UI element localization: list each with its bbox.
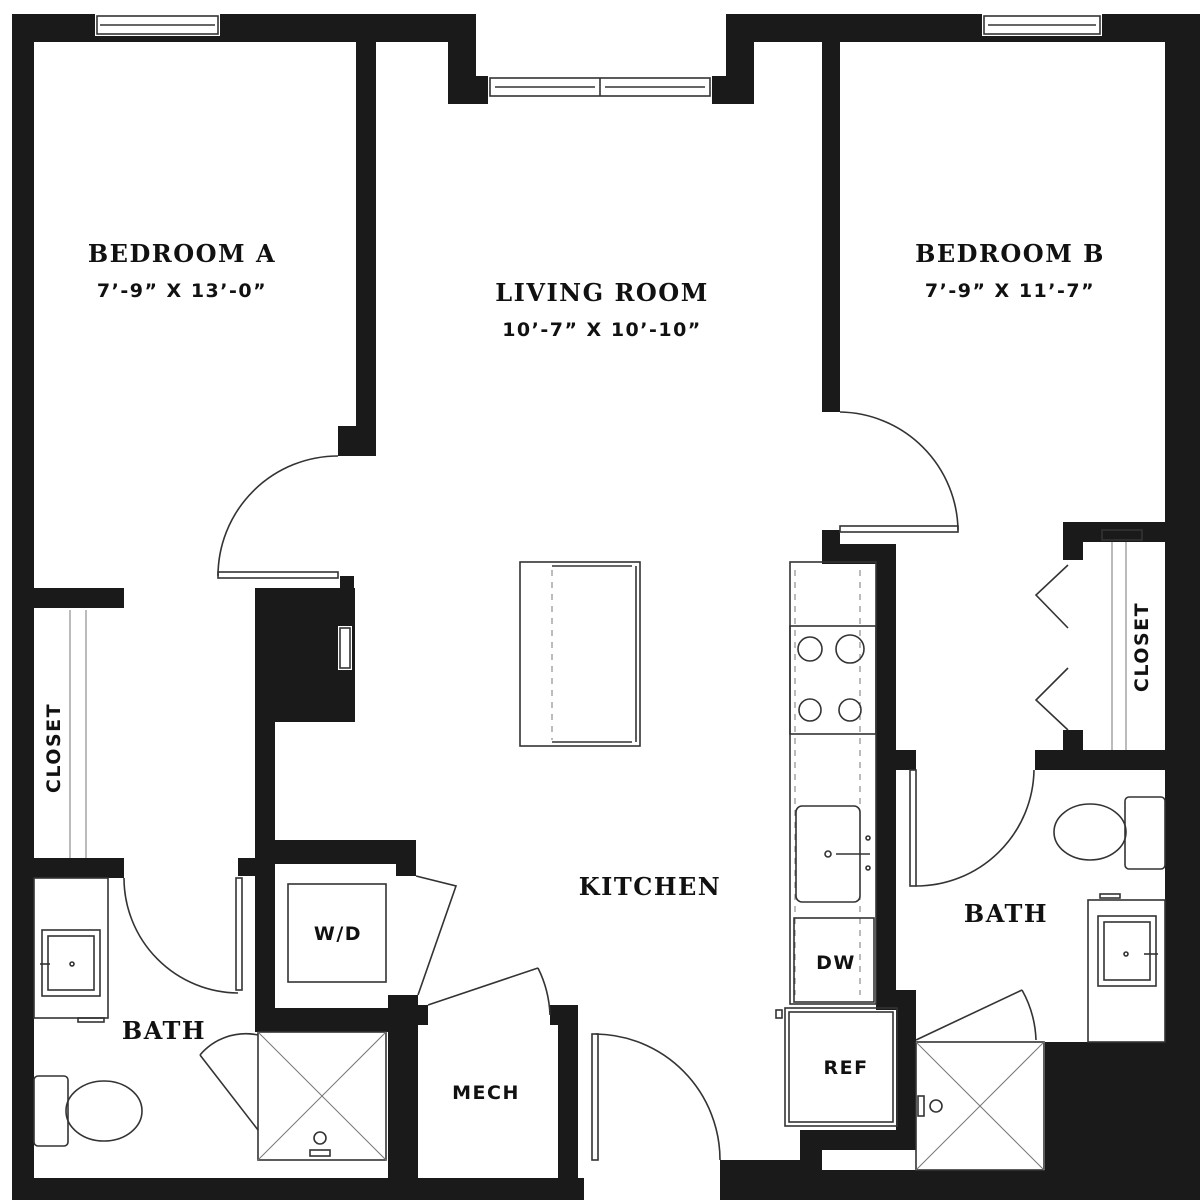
fireplace-insert <box>338 626 352 670</box>
dishwasher <box>793 917 875 1003</box>
bath-a-toilet <box>33 1075 143 1147</box>
closet-b-rod <box>1101 529 1143 750</box>
window-bedroom-b <box>982 14 1102 36</box>
bath-a-vanity <box>33 877 109 1023</box>
washer-dryer-label: W/D <box>314 923 362 945</box>
bedroom-b-label: BEDROOM B <box>915 239 1105 268</box>
mech-label: MECH <box>452 1082 520 1104</box>
living-room-dimensions: 10’-7” X 10’-10” <box>502 319 702 341</box>
door-closet-b[interactable] <box>1034 564 1069 731</box>
living-room-label: LIVING ROOM <box>495 278 709 307</box>
bath-b-toilet <box>1053 796 1166 870</box>
bedroom-a-label: BEDROOM A <box>88 239 276 268</box>
interior-walls <box>34 42 1165 1200</box>
closet-a-rod <box>69 610 87 858</box>
bath-b-label: BATH <box>964 899 1048 928</box>
window-bedroom-a <box>95 14 220 36</box>
door-washer-dryer[interactable] <box>415 875 458 996</box>
closet-b-label: CLOSET <box>1131 602 1153 692</box>
bath-b-shower <box>915 1041 1045 1171</box>
kitchen-sink <box>795 805 871 903</box>
kitchen-island <box>519 561 641 747</box>
door-mech[interactable] <box>427 967 551 1016</box>
bedroom-b-dimensions: 7’-9” X 11’-7” <box>925 280 1095 302</box>
refrigerator <box>775 1007 898 1127</box>
door-bath-b[interactable] <box>909 769 1035 887</box>
kitchen-counter <box>789 561 877 1005</box>
bath-a-label: BATH <box>122 1016 206 1045</box>
door-bath-a-shower[interactable] <box>199 1032 259 1131</box>
bath-b-vanity <box>1087 893 1166 1043</box>
door-bedroom-b[interactable] <box>839 411 959 533</box>
bath-a-shower <box>257 1031 387 1161</box>
door-bath-b-shower[interactable] <box>915 989 1037 1041</box>
dishwasher-label: DW <box>816 952 856 974</box>
kitchen-label: KITCHEN <box>579 872 721 901</box>
closet-a-label: CLOSET <box>43 703 65 793</box>
door-entry[interactable] <box>591 1033 721 1161</box>
window-living-room <box>488 76 712 98</box>
refrigerator-label: REF <box>823 1057 868 1079</box>
door-bedroom-a[interactable] <box>217 455 339 579</box>
bedroom-a-dimensions: 7’-9” X 13’-0” <box>97 280 267 302</box>
cooktop <box>789 625 877 735</box>
washer-dryer-unit <box>287 883 387 983</box>
door-bath-a[interactable] <box>123 877 243 994</box>
exterior-walls <box>12 14 1200 1200</box>
